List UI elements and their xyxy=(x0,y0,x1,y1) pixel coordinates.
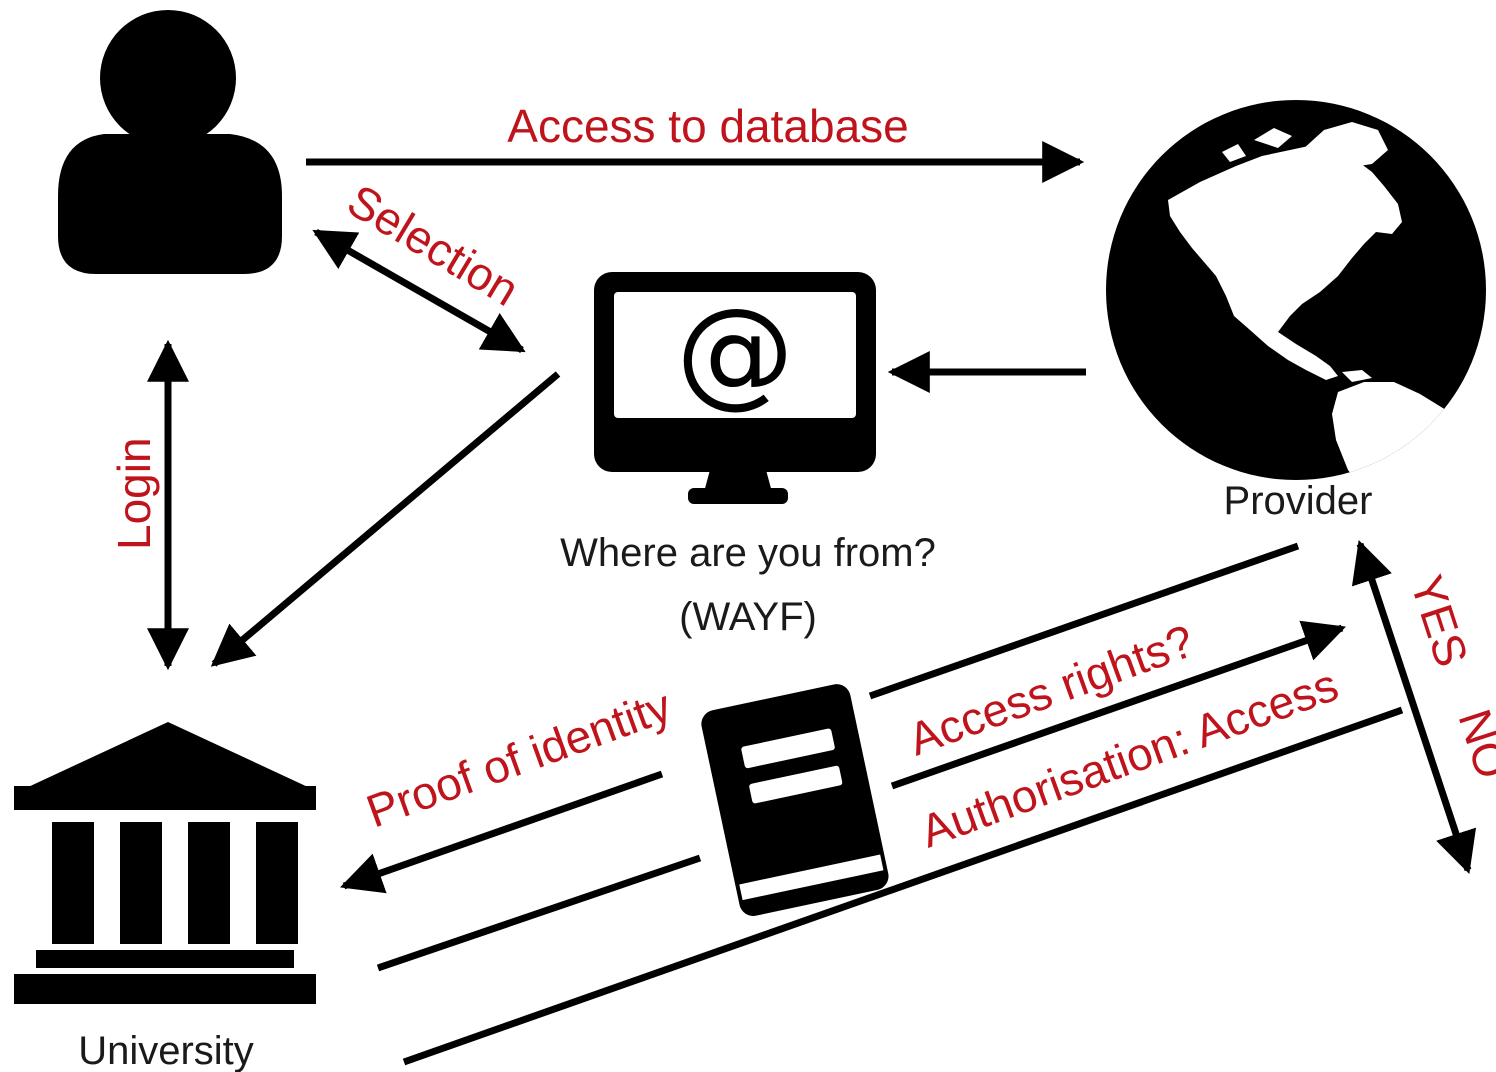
provider-to-book-line xyxy=(868,542,1300,700)
access-to-database-label: Access to database xyxy=(507,100,908,152)
proof-of-identity-label: Proof of identity xyxy=(360,679,678,837)
university-to-book-line xyxy=(376,854,702,972)
computer-monitor-icon: @ xyxy=(594,272,876,504)
yes-label: YES xyxy=(1400,569,1478,673)
proof-of-identity-arrow xyxy=(340,770,664,894)
globe-icon xyxy=(1106,100,1486,480)
no-label: NO xyxy=(1448,703,1496,785)
at-symbol: @ xyxy=(676,282,794,420)
book-icon xyxy=(701,684,889,916)
access-rights-arrow xyxy=(890,620,1346,790)
user-icon xyxy=(58,10,282,274)
provider-caption: Provider xyxy=(1224,479,1373,523)
university-caption: University xyxy=(78,1029,254,1072)
wayf-caption-line2: (WAYF) xyxy=(679,595,817,639)
university-building-icon xyxy=(14,722,316,1004)
login-label: Login xyxy=(108,437,160,550)
decision-arrow xyxy=(1351,540,1477,874)
selection-arrow xyxy=(312,228,526,354)
wayf-to-university-arrow xyxy=(210,371,561,667)
wayf-caption-line1: Where are you from? xyxy=(560,531,936,575)
authorisation-line xyxy=(402,706,1404,1066)
selection-label: Selection xyxy=(339,174,528,316)
